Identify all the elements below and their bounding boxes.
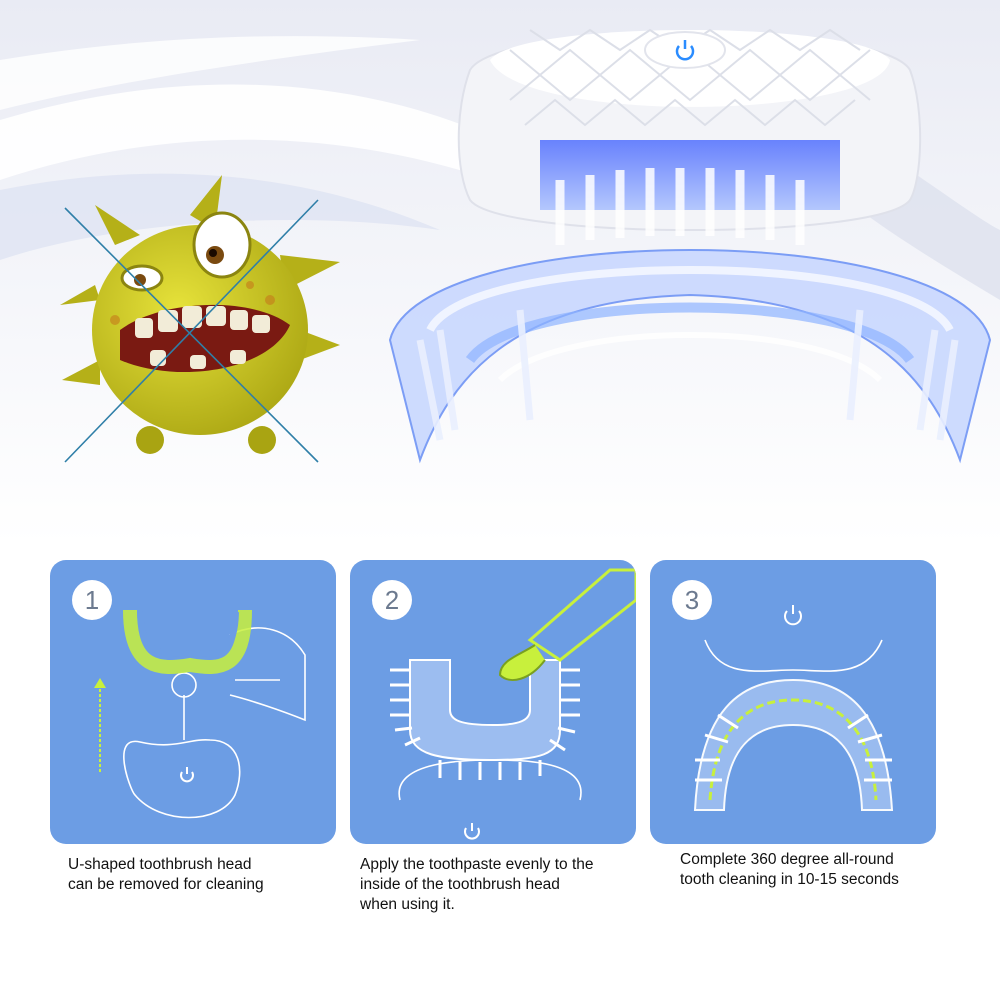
power-icon (675, 40, 695, 61)
hero-banner (0, 0, 1000, 545)
caption-line: Apply the toothpaste evenly to the (360, 856, 594, 873)
step-1-caption: U-shaped toothbrush head can be removed … (68, 855, 264, 895)
caption-line: when using it. (360, 896, 455, 913)
step-number: 3 (672, 580, 712, 620)
hero-illustration (0, 0, 1000, 545)
arrow-up-icon (94, 678, 106, 772)
step-1-illustration (94, 609, 306, 819)
power-icon (180, 767, 194, 783)
step-3-panel: 3 (650, 560, 936, 844)
caption-line: can be removed for cleaning (68, 876, 264, 893)
step-3-caption: Complete 360 degree all-round tooth clea… (680, 850, 899, 890)
power-icon (464, 823, 480, 840)
step-1-panel: 1 (50, 560, 336, 844)
step-number: 2 (372, 580, 412, 620)
step-3-illustration (693, 605, 894, 811)
step-2-illustration (390, 568, 636, 840)
caption-line: tooth cleaning in 10-15 seconds (680, 871, 899, 888)
power-icon (784, 605, 802, 626)
step-2-panel: 2 (350, 560, 636, 844)
caption-line: Complete 360 degree all-round (680, 851, 894, 868)
germ-illustration (60, 175, 340, 454)
caption-line: inside of the toothbrush head (360, 876, 560, 893)
step-2-caption: Apply the toothpaste evenly to the insid… (360, 855, 594, 915)
cross-mark-icon (64, 199, 319, 463)
caption-line: U-shaped toothbrush head (68, 856, 252, 873)
toothbrush-device (388, 28, 992, 464)
step-number: 1 (72, 580, 112, 620)
